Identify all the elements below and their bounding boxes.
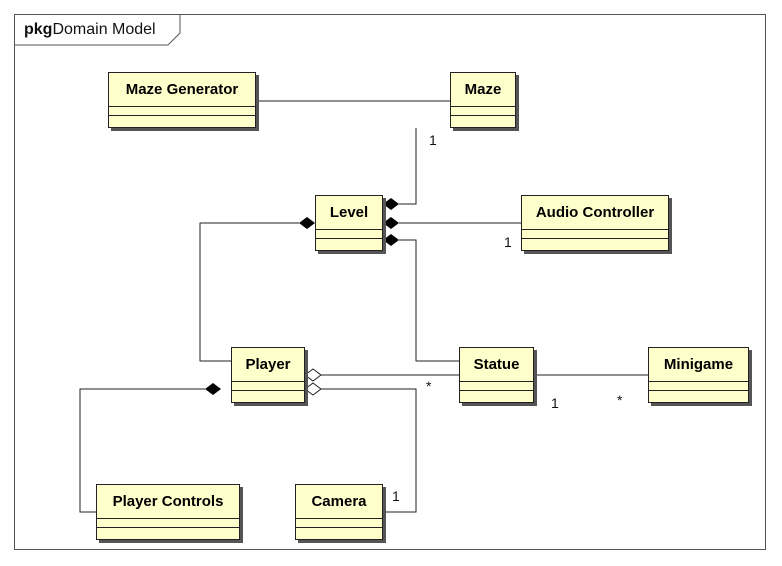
class-minigame[interactable]: Minigame: [648, 347, 749, 403]
assoc-maze-level: [399, 128, 417, 205]
multiplicity-statue-minigame-many: *: [617, 392, 623, 408]
composition-diamond-player-controls: [205, 383, 221, 395]
class-name: Player Controls: [97, 485, 239, 519]
class-camera[interactable]: Camera: [295, 484, 383, 540]
operations-section: [522, 239, 668, 247]
operations-section: [316, 239, 382, 247]
attributes-section: [109, 107, 255, 116]
operations-section: [451, 116, 515, 124]
aggregation-diamond-player-camera: [304, 382, 322, 396]
class-name: Maze Generator: [109, 73, 255, 107]
assoc-player-level: [199, 222, 299, 362]
operations-section: [232, 391, 304, 399]
assoc-statue-level: [399, 239, 459, 362]
class-name: Statue: [460, 348, 533, 382]
class-maze[interactable]: Maze: [450, 72, 516, 128]
class-name: Camera: [296, 485, 382, 519]
multiplicity-camera-player: 1: [392, 488, 400, 504]
class-audio-controller[interactable]: Audio Controller: [521, 195, 669, 251]
class-name: Maze: [451, 73, 515, 107]
operations-section: [109, 116, 255, 124]
aggregation-diamond-player-statue: [304, 368, 322, 382]
attributes-section: [460, 382, 533, 391]
class-name: Level: [316, 196, 382, 230]
package-tab: pkgDomain Model: [14, 14, 156, 44]
package-frame: [14, 14, 766, 550]
attributes-section: [649, 382, 748, 391]
attributes-section: [522, 230, 668, 239]
attributes-section: [451, 107, 515, 116]
operations-section: [296, 528, 382, 536]
class-player-controls[interactable]: Player Controls: [96, 484, 240, 540]
class-name: Player: [232, 348, 304, 382]
multiplicity-audio-level: 1: [504, 234, 512, 250]
class-name: Audio Controller: [522, 196, 668, 230]
assoc-player-camera: [321, 388, 417, 513]
composition-diamond-player-level: [299, 217, 315, 229]
class-level[interactable]: Level: [315, 195, 383, 251]
composition-diamond-audio-level: [383, 217, 399, 229]
package-name: Domain Model: [52, 21, 156, 38]
operations-section: [649, 391, 748, 399]
multiplicity-statue-minigame-one: 1: [551, 395, 559, 411]
multiplicity-player-statue: *: [426, 378, 432, 394]
attributes-section: [296, 519, 382, 528]
package-tab-outline: [14, 14, 181, 46]
attributes-section: [232, 382, 304, 391]
assoc-player-controls: [79, 388, 205, 513]
composition-diamond-statue-level: [383, 234, 399, 246]
class-maze-generator[interactable]: Maze Generator: [108, 72, 256, 128]
attributes-section: [97, 519, 239, 528]
operations-section: [97, 528, 239, 536]
composition-diamond-maze-level: [383, 198, 399, 210]
multiplicity-maze-level: 1: [429, 132, 437, 148]
package-keyword: pkg: [24, 21, 53, 38]
operations-section: [460, 391, 533, 399]
class-player[interactable]: Player: [231, 347, 305, 403]
class-name: Minigame: [649, 348, 748, 382]
class-statue[interactable]: Statue: [459, 347, 534, 403]
attributes-section: [316, 230, 382, 239]
